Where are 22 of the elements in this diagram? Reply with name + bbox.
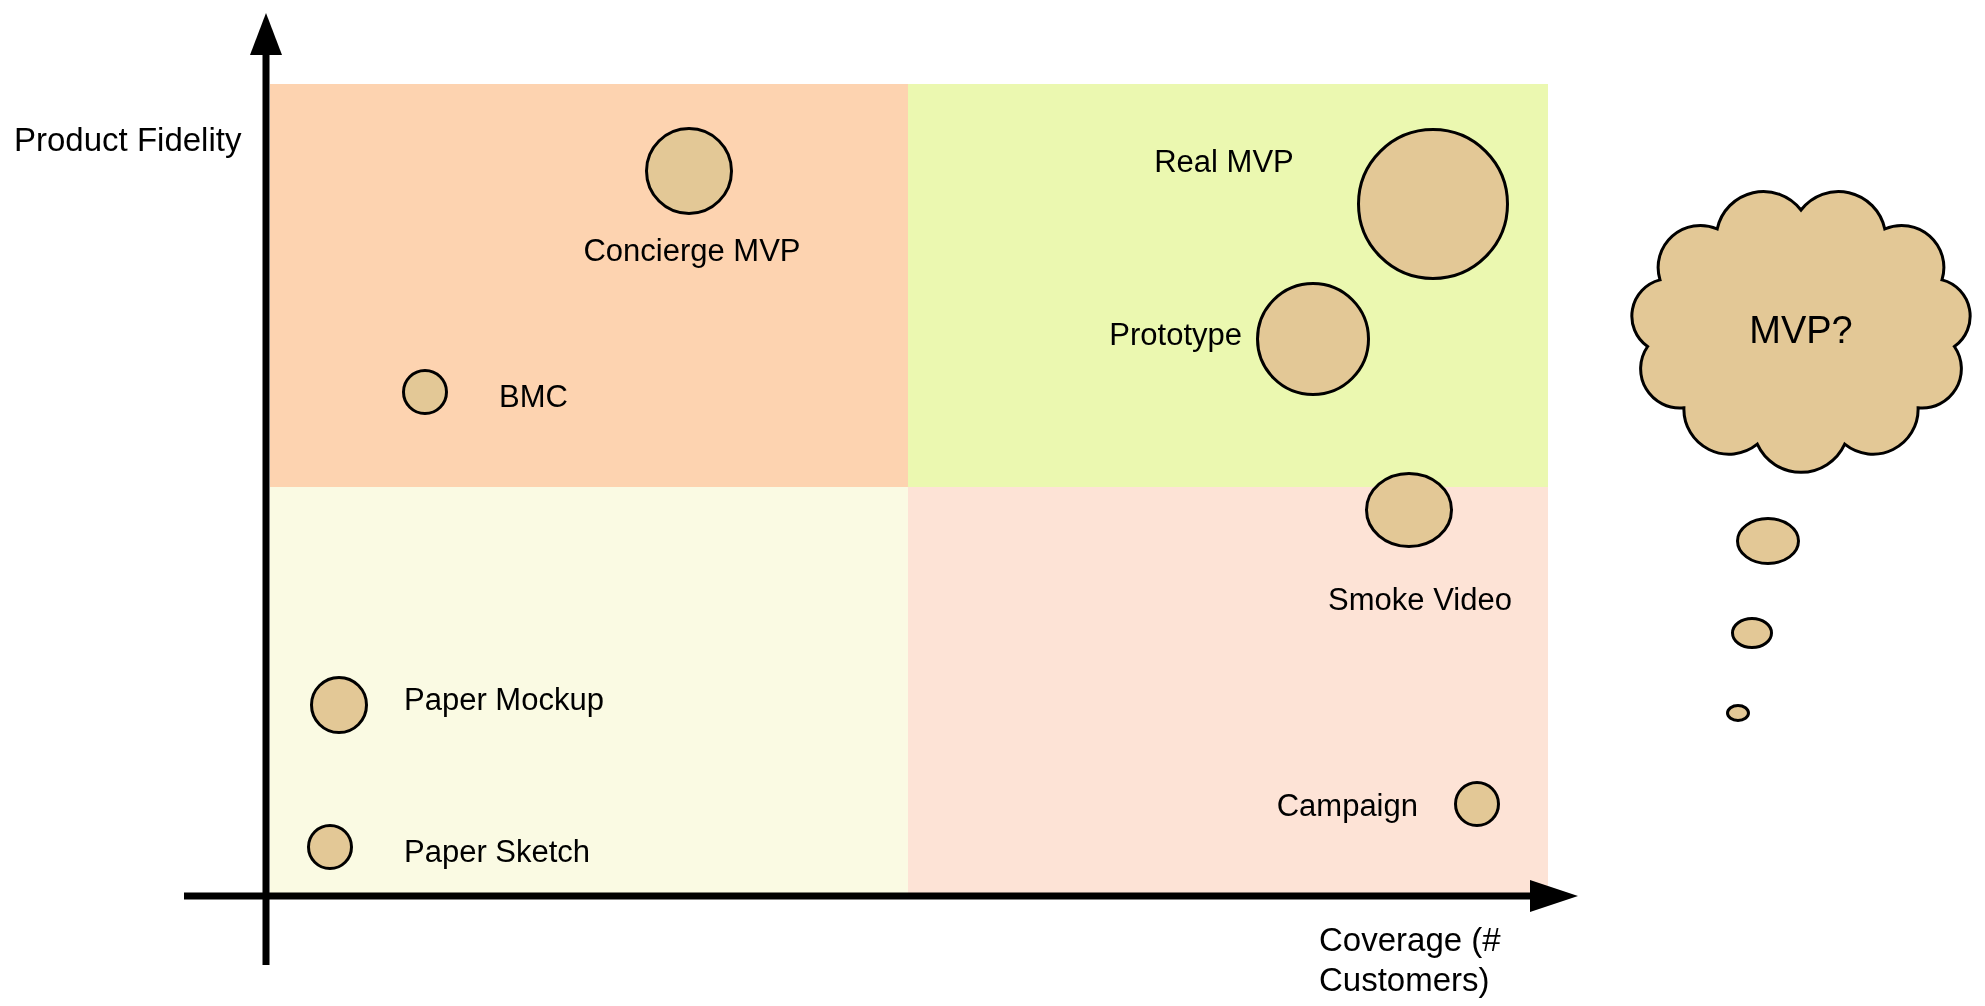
bubble-label: Prototype — [1109, 317, 1242, 353]
bubble-circle — [1365, 472, 1453, 548]
axis-label: Coverage (# Customers) — [1319, 920, 1502, 1000]
bubble-circle — [1726, 704, 1750, 722]
bubble-label: BMC — [499, 379, 568, 415]
bubble-label: Paper Sketch — [404, 834, 591, 870]
bubble-circle — [1736, 517, 1800, 565]
bubble-label: Paper Mockup — [404, 682, 604, 718]
bubble-circle — [1731, 617, 1773, 649]
bubble-circle — [310, 676, 368, 734]
bubble-circle — [402, 369, 448, 415]
bubble-label: Real MVP — [1154, 144, 1294, 180]
bubble-label: Concierge MVP — [583, 233, 801, 269]
bubble-label: Smoke Video — [1328, 582, 1512, 618]
bubble-circle — [645, 127, 733, 215]
axis-label: Product Fidelity — [14, 120, 243, 160]
bubble-circle — [1256, 282, 1370, 396]
bubble-label: Campaign — [1276, 788, 1418, 824]
bubble-circle — [1357, 128, 1509, 280]
bubble-circle — [1454, 781, 1500, 827]
cloud-text: MVP? — [1749, 308, 1853, 351]
bubble-circle — [307, 824, 353, 870]
